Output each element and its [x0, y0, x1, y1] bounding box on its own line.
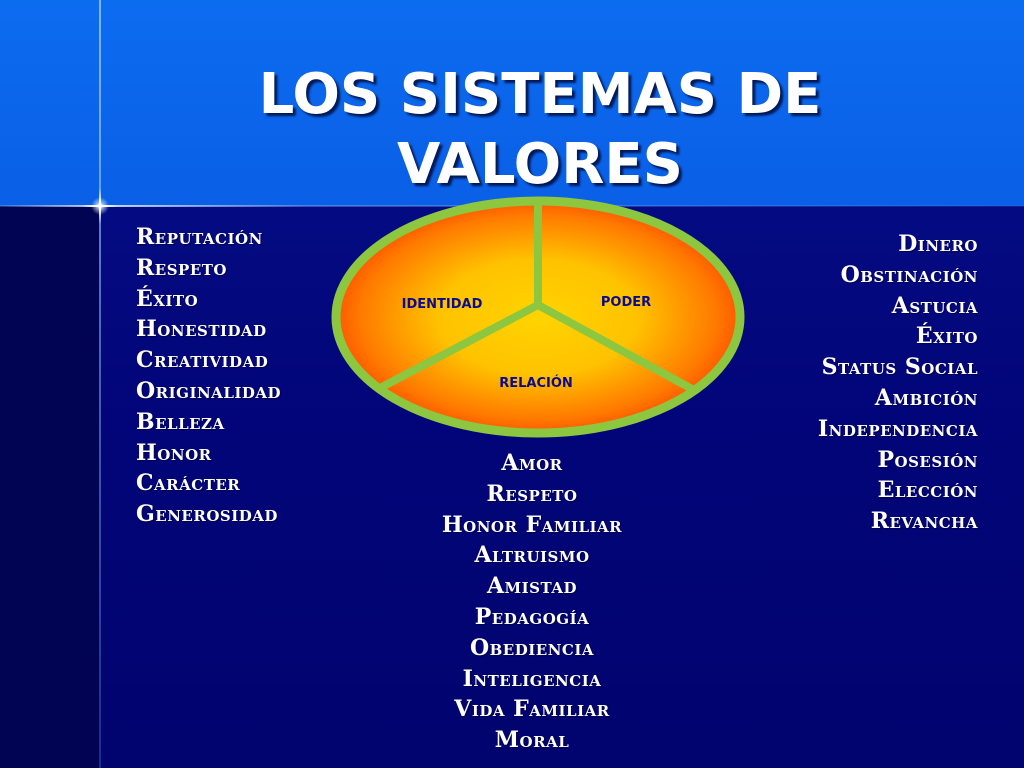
divider-left [378, 301, 542, 391]
list-item: Éxito [915, 323, 978, 350]
title-line-1: LOS SISTEMAS DE [258, 61, 822, 127]
list-item: Pedagogía [474, 603, 590, 630]
list-item: Vida Familiar [454, 696, 610, 723]
list-item: Obstinación [840, 261, 978, 288]
list-item: Éxito [136, 285, 199, 312]
list-item: Dinero [898, 231, 978, 257]
list-item: Elección [877, 477, 978, 504]
list-item: Moral [494, 727, 570, 754]
list-item: Carácter [136, 470, 241, 497]
header-band [0, 0, 1024, 206]
list-item: Revancha [870, 508, 978, 535]
list-item: Obediencia [469, 634, 595, 661]
relacion-values-list: Amor Respeto Honor Familiar Altruismo Am… [380, 448, 684, 756]
list-item: Originalidad [136, 377, 282, 404]
list-item: Amistad [486, 573, 577, 600]
list-item: Altruismo [474, 542, 590, 569]
list-item: Honestidad [136, 316, 267, 343]
list-item: Respeto [486, 480, 578, 507]
list-item: Inteligencia [462, 665, 602, 692]
page-title: LOS SISTEMAS DE VALORES [160, 60, 920, 200]
values-circle-diagram: identidad poder relación [331, 196, 745, 438]
title-line-2: VALORES [397, 131, 683, 197]
list-item: Ambición [874, 384, 978, 411]
segment-label-poder: poder [601, 290, 651, 311]
identidad-values-list: Reputación Respeto Éxito Honestidad Crea… [136, 222, 281, 530]
list-item: Honor Familiar [441, 511, 623, 538]
list-item: Posesión [877, 446, 978, 473]
list-item: Status Social [821, 354, 978, 381]
divider-right [534, 301, 696, 393]
list-item: Honor [136, 439, 212, 466]
poder-values-list: Dinero Obstinación Astucia Éxito Status … [818, 229, 978, 537]
segment-label-relacion: relación [499, 371, 573, 392]
list-item: Independencia [817, 415, 978, 442]
list-item: Belleza [136, 408, 225, 435]
list-item: Respeto [136, 254, 227, 281]
segment-label-identidad: identidad [402, 292, 483, 313]
vertical-divider-line [99, 0, 101, 768]
list-item: Creatividad [136, 347, 269, 374]
left-strip [0, 206, 100, 768]
sparkle-icon [82, 188, 118, 224]
list-item: Astucia [891, 292, 978, 319]
list-item: Generosidad [136, 501, 278, 528]
list-item: Amor [501, 450, 563, 476]
list-item: Reputación [136, 224, 263, 250]
